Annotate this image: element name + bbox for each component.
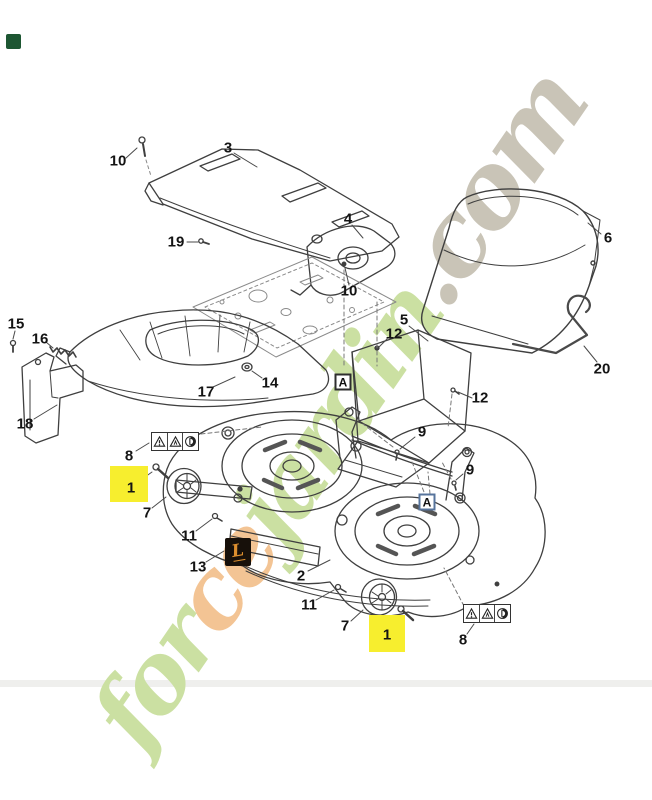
callout-13-21: 13: [189, 558, 207, 576]
part-20-hook: [511, 294, 591, 355]
callout-15-10: 15: [7, 315, 25, 333]
callout-1-18: 1: [126, 479, 136, 497]
wheel-7-left: [166, 467, 202, 505]
callout-19-2: 19: [167, 233, 185, 251]
rotating-blade-icon: [183, 433, 198, 450]
warning-triangle-icon: [464, 605, 480, 622]
callout-11-20: 11: [181, 527, 197, 545]
warning-hazard-triangle-icon: [168, 433, 184, 450]
callout-12-8: 12: [385, 325, 403, 343]
callout-3-1: 3: [223, 139, 233, 157]
part-2-deck: [162, 406, 546, 618]
screw-19: [198, 238, 210, 245]
callout-6-5: 6: [603, 229, 613, 247]
highlight-box: [110, 466, 148, 502]
callout-7-24: 7: [340, 617, 350, 635]
part-17-belt-cover: [55, 309, 330, 408]
callout-1-25: 1: [382, 626, 392, 644]
gasket-plate: [192, 256, 397, 358]
callout-7-19: 7: [142, 504, 152, 522]
small-screws: [211, 345, 460, 593]
callout-10-4: 10: [340, 282, 358, 300]
part-4-bracket: [290, 225, 396, 296]
callout-5-7: 5: [399, 311, 409, 329]
highlight-box: [369, 615, 405, 652]
warning-decal-8: [463, 604, 511, 623]
callout-8-26: 8: [458, 631, 468, 649]
page-bottom-band: [0, 680, 652, 687]
callout-18-13: 18: [16, 415, 34, 433]
callout-17-12: 17: [197, 383, 215, 401]
brand-decal-13: L: [225, 538, 251, 566]
screw-10-top: [138, 136, 152, 177]
callout-11-23: 11: [301, 596, 317, 614]
callout-9-15: 9: [417, 423, 427, 441]
callout-20-6: 20: [593, 360, 611, 378]
leader-lines: [12, 147, 602, 635]
callout-14-14: 14: [261, 374, 279, 392]
warning-hazard-triangle-icon: [480, 605, 496, 622]
callout-12-9: 12: [471, 389, 489, 407]
callout-8-17: 8: [124, 447, 134, 465]
ref-marker-a-1: A: [334, 373, 352, 391]
callout-9-16: 9: [465, 461, 475, 479]
warning-triangle-icon: [152, 433, 168, 450]
callout-16-11: 16: [31, 330, 49, 348]
callout-10-0: 10: [109, 152, 127, 170]
part-14-bushing: [241, 362, 253, 372]
part-18-bracket: [21, 352, 84, 444]
warning-decal-8: [151, 432, 199, 451]
ref-marker-a-2: A: [418, 493, 436, 511]
rotating-blade-icon: [495, 605, 510, 622]
pin-1-left: [152, 463, 170, 480]
pin-1-right: [397, 605, 415, 622]
brand-mark: [6, 34, 21, 49]
callout-2-22: 2: [296, 567, 306, 585]
part-16-spring: [49, 346, 77, 358]
callout-4-3: 4: [343, 210, 353, 228]
part-15-screw: [9, 339, 17, 353]
